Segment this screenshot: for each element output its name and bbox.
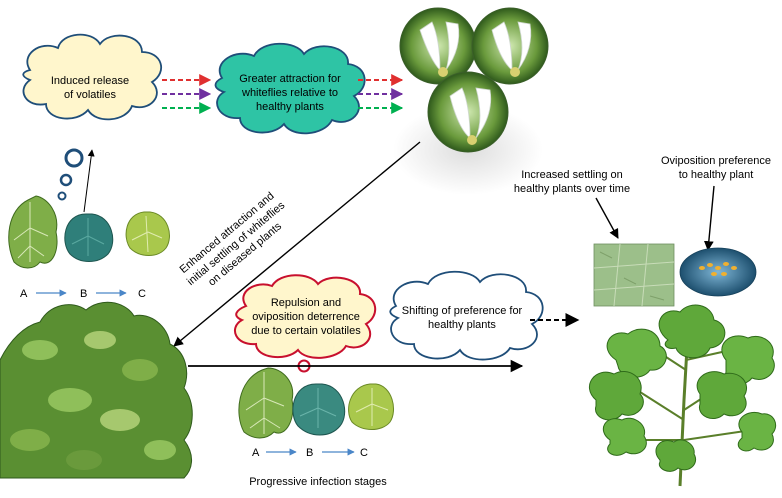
caption-infection-stages: Progressive infection stages: [249, 476, 387, 488]
cloud-shifting-line-2: healthy plants: [428, 319, 496, 331]
stage-bottom-c: C: [360, 447, 368, 459]
oviposition-label-line-2: to healthy plant: [679, 169, 754, 181]
cloud-shifting-preference: Shifting of preference for healthy plant…: [389, 270, 544, 361]
stage-labels-bottom: A B C: [252, 447, 368, 459]
whitefly-image-1: [399, 7, 477, 85]
healthy-plant-image: [589, 304, 777, 487]
leaf-top-a: [8, 195, 58, 269]
cloud-attraction-line-1: Greater attraction for: [239, 73, 341, 85]
cloud-shifting-line-1: Shifting of preference for: [402, 305, 523, 317]
oviposition-label: Oviposition preference to healthy plant: [661, 155, 771, 181]
diagonal-label-line-2: initial settling of whiteflies: [185, 199, 288, 288]
cloud-repulsion-line-3: due to certain volatiles: [251, 325, 361, 337]
oviposition-label-line-1: Oviposition preference: [661, 155, 771, 167]
cloud-induced-line-1: Induced release: [51, 75, 129, 87]
stage-bottom-b: B: [306, 447, 313, 459]
leaf-bottom-c: [348, 383, 394, 430]
stage-top-c: C: [138, 288, 146, 300]
stage-labels-top: A B C: [20, 288, 146, 300]
arrow-settling: [595, 197, 619, 239]
leaf-set-top: [8, 195, 170, 269]
diseased-plant-image: [0, 301, 193, 479]
settling-label-line-2: healthy plants over time: [514, 183, 630, 195]
leaf-top-c: [125, 211, 170, 256]
eggs-image: [679, 247, 757, 297]
cloud-repulsion: Repulsion and oviposition deterrence due…: [234, 274, 376, 373]
arrow-oviposition: [703, 185, 715, 251]
cloud-repulsion-line-2: oviposition deterrence: [252, 311, 360, 323]
dashed-arrows-right: [358, 74, 404, 114]
settling-label-line-1: Increased settling on: [521, 169, 623, 181]
stage-top-b: B: [80, 288, 87, 300]
arrow-leaf-to-cloud: [83, 149, 95, 213]
cloud-greater-attraction: Greater attraction for whiteflies relati…: [214, 42, 366, 135]
leaf-top-b: [64, 213, 114, 262]
cloud-repulsion-line-1: Repulsion and: [271, 297, 341, 309]
leaf-bottom-a: [238, 367, 294, 439]
cloud-attraction-line-2: whiteflies relative to: [241, 87, 338, 99]
stage-top-a: A: [20, 288, 28, 300]
cloud-induced-line-2: of volatiles: [64, 89, 116, 101]
stage-bottom-a: A: [252, 447, 260, 459]
leaf-set-bottom: [238, 367, 394, 439]
whitefly-images: [393, 7, 549, 195]
settling-label: Increased settling on healthy plants ove…: [514, 169, 630, 195]
whitefly-image-3: [427, 71, 509, 153]
cloud-induced-volatiles: Induced release of volatiles: [22, 33, 163, 121]
thought-bubbles: [57, 148, 84, 201]
whitefly-image-2: [471, 7, 549, 85]
dashed-arrows-left: [162, 74, 212, 114]
leaf-bottom-b: [292, 383, 346, 436]
leaf-texture-image: [593, 243, 675, 307]
diagonal-arrow: [173, 141, 421, 347]
cloud-attraction-line-3: healthy plants: [256, 101, 324, 113]
